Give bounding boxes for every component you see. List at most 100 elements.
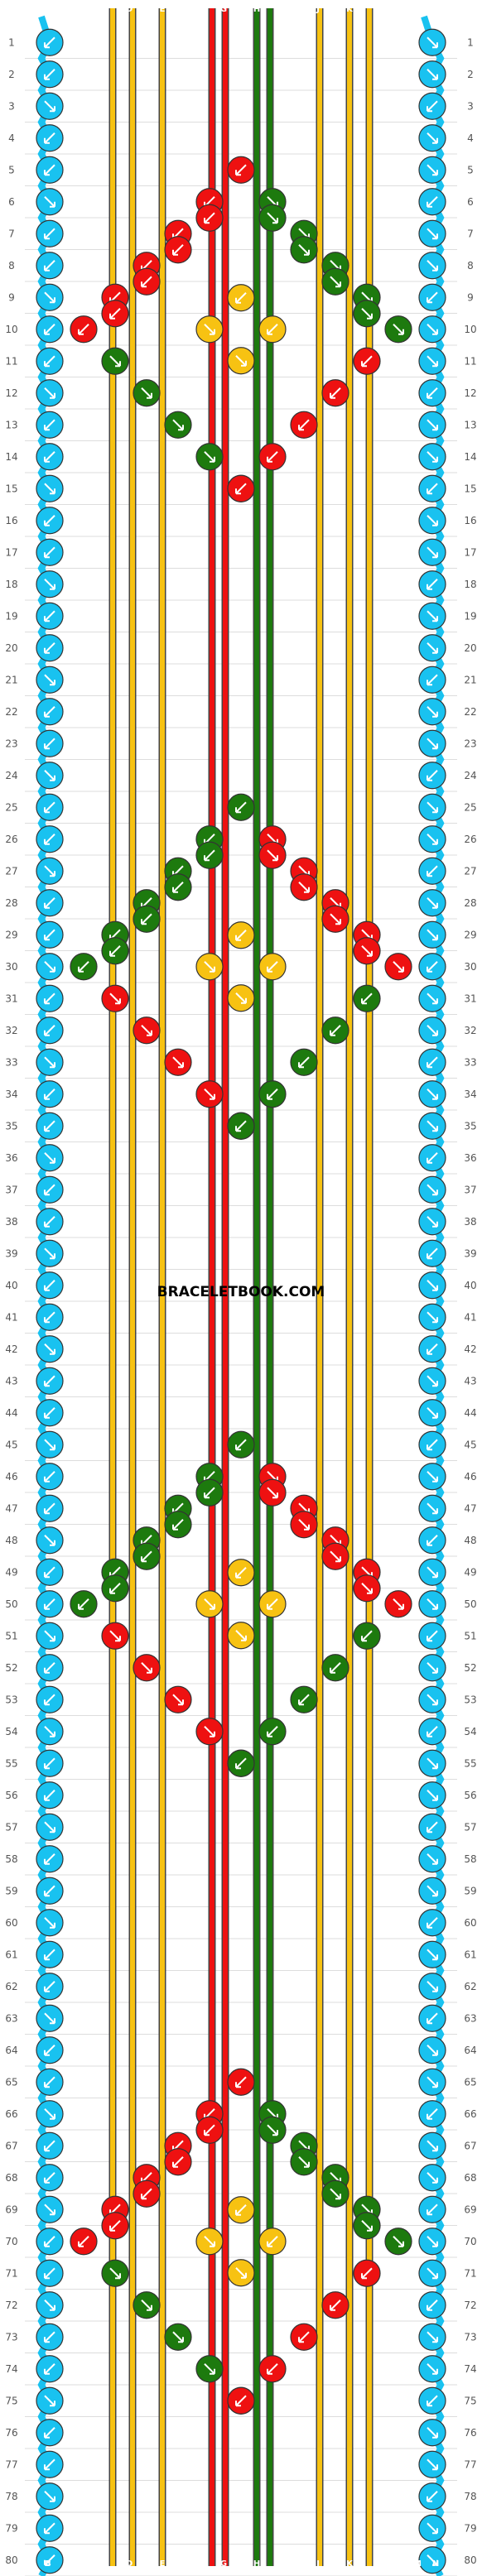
row-number-right: 45 bbox=[464, 1439, 476, 1450]
knot-arrow-icon bbox=[44, 2331, 55, 2343]
knot-arrow-icon bbox=[427, 642, 438, 654]
knot bbox=[36, 2100, 64, 2128]
row-number-right: 26 bbox=[464, 834, 476, 845]
row-number-right: 20 bbox=[464, 642, 476, 654]
row-number-right: 49 bbox=[464, 1566, 476, 1578]
knot bbox=[133, 2180, 161, 2208]
knot-arrow-icon bbox=[427, 2427, 438, 2439]
knot-arrow-icon bbox=[44, 897, 55, 909]
knot-arrow-icon bbox=[427, 1311, 438, 1324]
row-number-left: 59 bbox=[5, 1885, 17, 1896]
row-number-left: 57 bbox=[5, 1821, 17, 1833]
knot-arrow-icon bbox=[427, 929, 438, 941]
row-number-left: 14 bbox=[5, 451, 17, 463]
string-letter-label: B bbox=[45, 5, 51, 14]
string-letter-label: H bbox=[253, 2559, 260, 2569]
knot bbox=[36, 2546, 64, 2574]
row-number-left: 65 bbox=[5, 2076, 17, 2088]
knot-arrow-icon bbox=[267, 451, 278, 463]
knot bbox=[418, 729, 446, 757]
knot bbox=[258, 1080, 287, 1108]
knot-arrow-icon bbox=[427, 1630, 438, 1642]
row-number-left: 52 bbox=[5, 1662, 17, 1674]
row-number-left: 56 bbox=[5, 1790, 17, 1801]
knot bbox=[258, 1590, 287, 1618]
row-number-right: 6 bbox=[467, 196, 474, 208]
knot-arrow-icon bbox=[109, 945, 121, 957]
knot bbox=[418, 124, 446, 152]
knot-arrow-icon bbox=[393, 324, 404, 335]
watermark-text: BRACELETBOOK.COM bbox=[157, 1284, 325, 1300]
knot bbox=[36, 2131, 64, 2160]
knot bbox=[195, 1718, 224, 1746]
row-number-left: 12 bbox=[5, 387, 17, 399]
knot bbox=[36, 1271, 64, 1300]
knot-arrow-icon bbox=[298, 2331, 310, 2343]
string-letter-label: H bbox=[253, 5, 260, 14]
knot bbox=[164, 1685, 192, 1713]
knot-arrow-icon bbox=[44, 1471, 55, 1483]
row-number-right: 1 bbox=[467, 36, 474, 48]
knot bbox=[418, 1399, 446, 1427]
knot bbox=[227, 2259, 255, 2287]
knot bbox=[258, 443, 287, 471]
knot-arrow-icon bbox=[235, 1439, 247, 1451]
knot-arrow-icon bbox=[44, 355, 55, 368]
row-number-left: 66 bbox=[5, 2108, 17, 2120]
knot bbox=[418, 634, 446, 662]
knot bbox=[418, 602, 446, 630]
knot-arrow-icon bbox=[44, 1216, 55, 1228]
row-number-left: 41 bbox=[5, 1311, 17, 1323]
knot-arrow-icon bbox=[427, 1407, 438, 1419]
knot-arrow-icon bbox=[44, 1535, 55, 1546]
string-letter-label: G bbox=[220, 5, 227, 14]
knot-arrow-icon bbox=[427, 2554, 438, 2566]
string-letter-label: M bbox=[413, 2559, 422, 2569]
knot-arrow-icon bbox=[44, 515, 55, 526]
row-number-right: 35 bbox=[464, 1120, 476, 1132]
knot-arrow-icon bbox=[44, 579, 55, 590]
knot bbox=[418, 984, 446, 1012]
row-number-right: 50 bbox=[464, 1598, 476, 1610]
knot-arrow-icon bbox=[427, 1184, 438, 1196]
knot-arrow-icon bbox=[267, 1726, 278, 1737]
string-letter-label: K bbox=[346, 2559, 354, 2569]
knot bbox=[227, 1112, 255, 1140]
knot-arrow-icon bbox=[204, 2363, 215, 2375]
knot-arrow-icon bbox=[44, 451, 55, 463]
knot-arrow-icon bbox=[361, 355, 373, 368]
row-number-right: 19 bbox=[464, 610, 476, 622]
knot bbox=[195, 2355, 224, 2383]
knot-arrow-icon bbox=[267, 2236, 278, 2247]
knot bbox=[418, 92, 446, 120]
row-number-right: 22 bbox=[464, 706, 476, 718]
row-number-left: 63 bbox=[5, 2012, 17, 2024]
knot-arrow-icon bbox=[44, 1407, 55, 1419]
knot-arrow-icon bbox=[141, 913, 152, 925]
string-letter-label: C bbox=[96, 5, 102, 14]
row-number-left: 17 bbox=[5, 546, 17, 558]
knot-arrow-icon bbox=[427, 1694, 438, 1706]
row-number-left: 72 bbox=[5, 2300, 17, 2311]
knot bbox=[36, 2419, 64, 2447]
string-letter-label: D bbox=[126, 5, 133, 14]
knot-arrow-icon bbox=[427, 1471, 438, 1483]
knot-arrow-icon bbox=[44, 100, 55, 113]
knot-arrow-icon bbox=[427, 260, 438, 272]
knot bbox=[227, 1622, 255, 1650]
knot bbox=[133, 267, 161, 296]
knot bbox=[418, 507, 446, 535]
knot-arrow-icon bbox=[44, 1949, 55, 1961]
knot-arrow-icon bbox=[235, 2395, 247, 2407]
knot bbox=[36, 60, 64, 89]
row-number-left: 40 bbox=[5, 1280, 17, 1291]
knot bbox=[418, 1685, 446, 1713]
knot-arrow-icon bbox=[44, 1917, 55, 1929]
row-number-right: 71 bbox=[464, 2267, 476, 2279]
knot bbox=[36, 474, 64, 502]
knot-arrow-icon bbox=[44, 1152, 55, 1164]
knot-arrow-icon bbox=[235, 2204, 247, 2216]
row-number-right: 80 bbox=[464, 2554, 476, 2566]
knot bbox=[36, 1558, 64, 1586]
